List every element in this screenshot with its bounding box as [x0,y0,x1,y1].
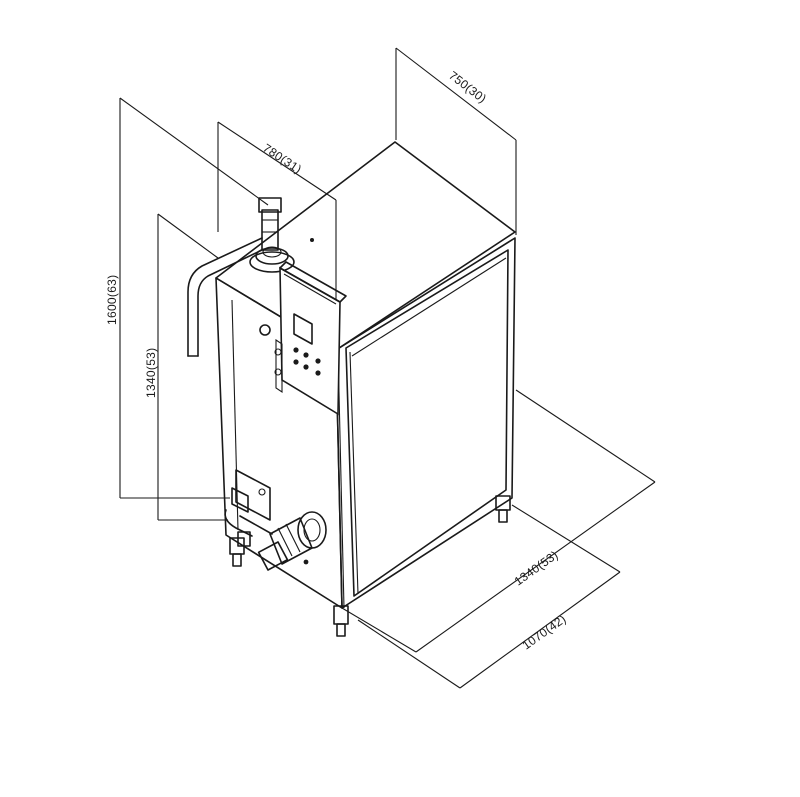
panel-button-1[interactable] [293,347,299,353]
leg-front-foot [336,623,346,637]
leg-left-foot [232,553,242,567]
dim-label-1600: 1600(63) [105,275,119,325]
dim-label-1070: 1070(42) [520,612,569,653]
leg-right-foot [498,509,508,523]
valve-flange-inner [303,518,321,542]
top-collar-inner [255,247,289,265]
panel-button-4[interactable] [293,359,299,365]
panel-front [279,266,341,416]
cabinet-right-face [335,237,516,609]
door-hinge-edge [349,351,359,595]
valve-seam-2 [285,523,301,553]
dim-1600-ext-top [119,97,269,206]
panel-trim [283,273,337,305]
dim-1340v-ext-top [157,213,219,259]
outlet-pipe-a [231,487,249,513]
floor-outline-front [341,607,417,653]
dim-1340f-ext-top [515,389,656,483]
top-screw [310,238,314,242]
cabinet-top [215,141,516,351]
dim-1340f-line [415,481,656,653]
dim-1070-line [459,571,621,689]
left-face-edge [231,299,239,531]
dim-label-1340-vertical: 1340(53) [144,348,158,398]
top-collar [249,251,295,273]
outlet-pipe-c [239,515,273,535]
dim-1070-ext-left [357,619,461,689]
valve-housing [269,517,313,565]
valve-body [261,209,279,251]
valve-flange [297,511,327,549]
valve-cap [258,197,282,213]
valve-seam-1 [277,527,293,557]
top-collar-core [262,246,282,258]
dim-750-line [395,47,517,141]
dim-780-line [217,121,337,201]
panel-button-5[interactable] [303,364,309,370]
bracket-bolt-2 [274,368,282,376]
outlet-bracket [235,469,271,521]
dim-label-780: 780(31) [260,141,304,177]
dimension-lines [119,47,656,689]
valve-handle [257,541,289,571]
door-top-edge [351,257,507,357]
valve-bolt [303,559,309,565]
panel-bracket [275,338,283,394]
legs [229,495,511,637]
panel-display [293,313,313,345]
bracket-screw [258,488,266,496]
outlet-pipe-b [224,509,253,537]
leg-front [333,605,349,625]
control-panel [259,261,347,416]
top-pipe [187,197,314,357]
panel-button-2[interactable] [303,352,309,358]
panel-button-3[interactable] [315,358,321,364]
indicator-light [259,324,271,336]
panel-top-edge [279,261,347,303]
pipe-inner [197,249,263,357]
dim-1070-ext-right [511,504,621,573]
dim-label-750: 750(30) [446,68,489,106]
drain-valve [237,531,251,547]
panel-button-6[interactable] [315,370,321,376]
bottom-fittings [224,469,327,571]
dim-label-1340-floor: 1340(53) [512,548,561,589]
pipe-outer [187,237,263,357]
bracket-bolt-1 [274,348,282,356]
cabinet-door [345,249,509,597]
